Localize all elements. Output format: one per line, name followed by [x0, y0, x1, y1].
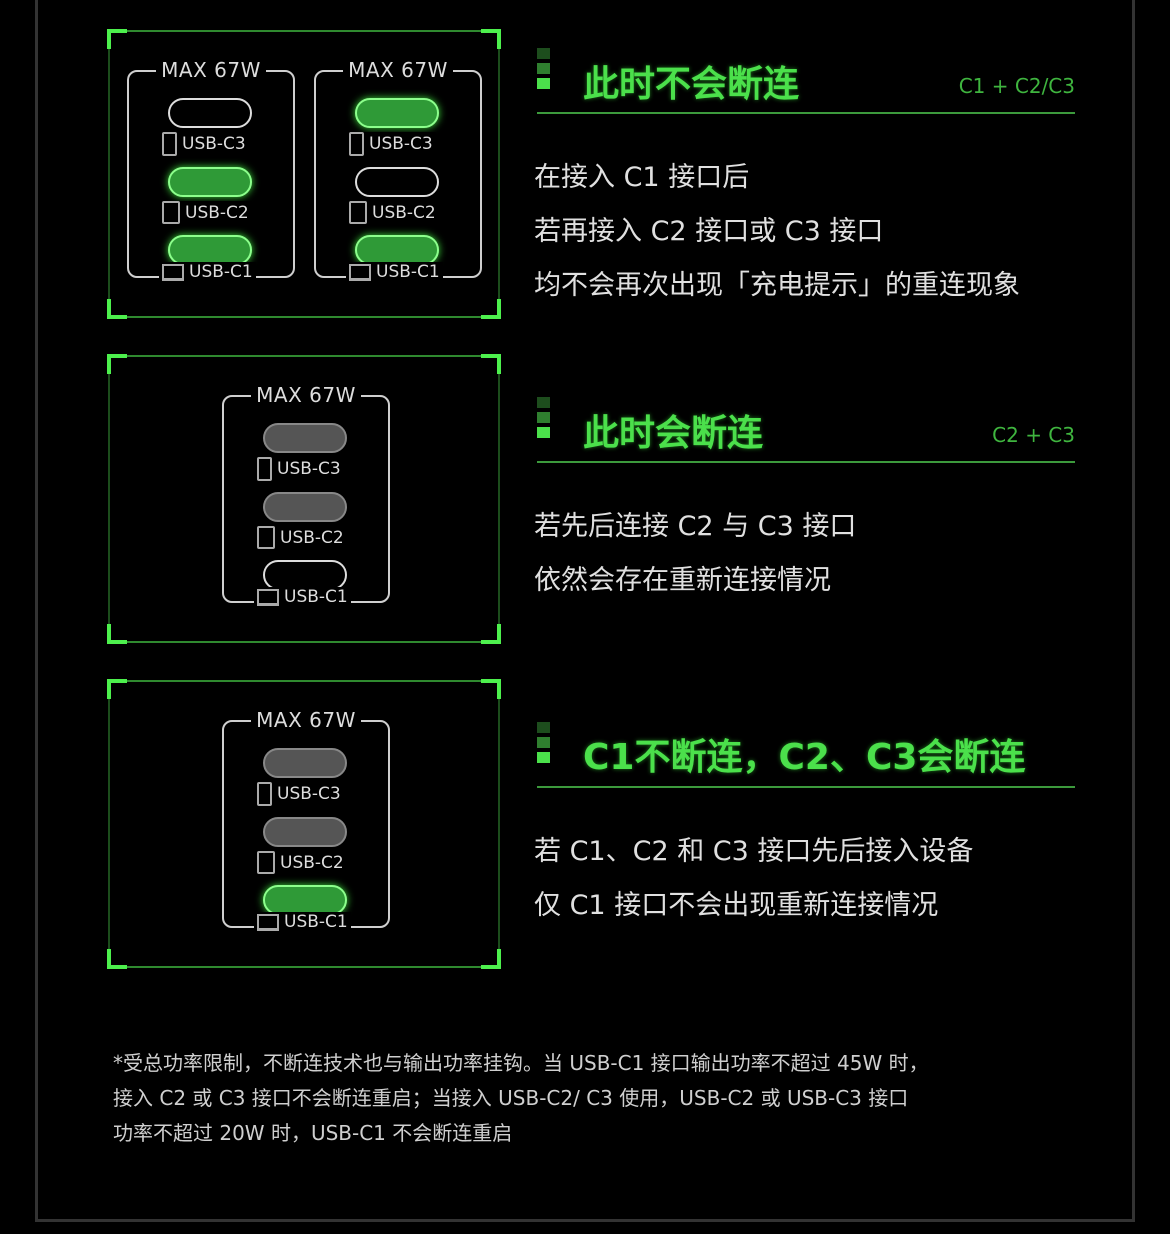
max-power-text: MAX 67W: [251, 383, 361, 407]
port-label: USB-C1: [159, 262, 256, 282]
port-name: USB-C1: [284, 587, 348, 607]
footnote-line: *受总功率限制，不断连技术也与输出功率挂钩。当 USB-C1 接口输出功率不超过…: [113, 1051, 929, 1075]
port-name: USB-C2: [280, 852, 344, 873]
body-line: 在接入 C1 接口后: [534, 162, 750, 193]
corner-bracket: [481, 679, 501, 699]
corner-bracket: [107, 949, 127, 969]
laptop-icon: [162, 263, 184, 281]
port-name: USB-C1: [284, 912, 348, 932]
section-subtitle: C2 + C3: [992, 423, 1075, 447]
footnote-line: 接入 C2 或 C3 接口不会断连重启；当接入 USB-C2/ C3 使用，US…: [113, 1086, 909, 1110]
corner-bracket: [107, 354, 127, 374]
port-indicator-idle: [263, 817, 347, 847]
max-power-text: MAX 67W: [156, 58, 266, 82]
body-line: 若再接入 C2 接口或 C3 接口: [534, 216, 884, 247]
section-title: C1不断连，C2、C3会断连: [583, 737, 1026, 778]
phone-icon: [349, 132, 364, 156]
corner-bracket: [481, 949, 501, 969]
port-indicator-empty: [263, 560, 347, 590]
port-label: USB-C1: [254, 587, 351, 607]
port-indicator-idle: [263, 492, 347, 522]
port-indicator-active: [263, 885, 347, 915]
laptop-icon: [257, 588, 279, 606]
tablet-icon: [162, 201, 180, 224]
footnote-line: 功率不超过 20W 时，USB-C1 不会断连重启: [113, 1121, 513, 1145]
port-indicator-empty: [168, 98, 252, 128]
corner-bracket: [481, 29, 501, 49]
body-line: 均不会再次出现「充电提示」的重连现象: [534, 270, 1020, 301]
phone-icon: [257, 457, 272, 481]
port-label: USB-C3: [254, 457, 344, 481]
corner-bracket: [481, 624, 501, 644]
tablet-icon: [257, 851, 275, 874]
max-power-label: MAX 67W: [224, 708, 388, 732]
max-power-label: MAX 67W: [316, 58, 480, 82]
port-label: USB-C2: [254, 526, 347, 549]
corner-bracket: [481, 299, 501, 319]
max-power-text: MAX 67W: [251, 708, 361, 732]
laptop-icon: [257, 913, 279, 931]
section-subtitle: C1 + C2/C3: [958, 74, 1075, 98]
corner-bracket: [107, 29, 127, 49]
section-title: 此时不会断连: [583, 64, 800, 105]
section-marker-icon: [537, 397, 550, 442]
port-label: USB-C2: [346, 201, 439, 224]
laptop-icon: [349, 263, 371, 281]
body-line: 依然会存在重新连接情况: [534, 565, 831, 596]
port-label: USB-C3: [159, 132, 249, 156]
port-indicator-empty: [355, 167, 439, 197]
port-indicator-idle: [263, 748, 347, 778]
divider: [537, 112, 1075, 114]
port-label: USB-C1: [254, 912, 351, 932]
port-name: USB-C3: [277, 784, 341, 804]
port-label: USB-C3: [254, 782, 344, 806]
body-line: 若先后连接 C2 与 C3 接口: [534, 511, 857, 542]
port-indicator-active: [355, 98, 439, 128]
max-power-text: MAX 67W: [343, 58, 453, 82]
port-name: USB-C3: [277, 459, 341, 479]
section-title: 此时会断连: [583, 413, 764, 454]
port-name: USB-C1: [189, 262, 253, 282]
footnote: *受总功率限制，不断连技术也与输出功率挂钩。当 USB-C1 接口输出功率不超过…: [113, 1046, 929, 1151]
max-power-label: MAX 67W: [129, 58, 293, 82]
corner-bracket: [107, 679, 127, 699]
port-indicator-idle: [263, 423, 347, 453]
port-label: USB-C3: [346, 132, 436, 156]
port-indicator-active: [168, 235, 252, 265]
port-label: USB-C2: [159, 201, 252, 224]
corner-bracket: [481, 354, 501, 374]
tablet-icon: [349, 201, 367, 224]
port-name: USB-C2: [372, 202, 436, 223]
body-line: 若 C1、C2 和 C3 接口先后接入设备: [534, 836, 974, 867]
tablet-icon: [257, 526, 275, 549]
outer-frame: [35, 0, 1135, 1222]
port-label: USB-C2: [254, 851, 347, 874]
port-name: USB-C2: [185, 202, 249, 223]
corner-bracket: [107, 299, 127, 319]
port-name: USB-C3: [369, 134, 433, 154]
section-marker-icon: [537, 48, 550, 93]
section-marker-icon: [537, 722, 550, 767]
phone-icon: [162, 132, 177, 156]
port-name: USB-C3: [182, 134, 246, 154]
divider: [537, 461, 1075, 463]
port-indicator-active: [168, 167, 252, 197]
port-name: USB-C1: [376, 262, 440, 282]
phone-icon: [257, 782, 272, 806]
max-power-label: MAX 67W: [224, 383, 388, 407]
port-label: USB-C1: [346, 262, 443, 282]
divider: [537, 786, 1075, 788]
body-line: 仅 C1 接口不会出现重新连接情况: [534, 890, 939, 921]
port-name: USB-C2: [280, 527, 344, 548]
port-indicator-active: [355, 235, 439, 265]
corner-bracket: [107, 624, 127, 644]
